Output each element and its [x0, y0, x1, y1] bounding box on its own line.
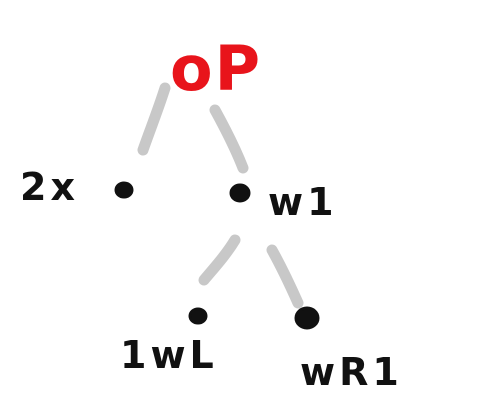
node-label-left: 2x: [20, 165, 79, 209]
node-dot-right: [229, 183, 251, 203]
node-label-right-left: 1wL: [120, 333, 218, 377]
edge-root-to-right: [209, 104, 249, 174]
node-dot-left: [114, 181, 134, 199]
node-label-root: oP: [170, 32, 262, 105]
node-label-right-right: wR1: [300, 350, 403, 394]
edge-root-to-left: [137, 82, 171, 156]
edge-right-to-right-right: [266, 244, 304, 309]
node-dot-right-left: [188, 307, 208, 325]
node-dot-right-right: [294, 306, 320, 330]
edge-right-to-right-left: [198, 234, 241, 286]
node-label-right: w1: [268, 180, 338, 224]
